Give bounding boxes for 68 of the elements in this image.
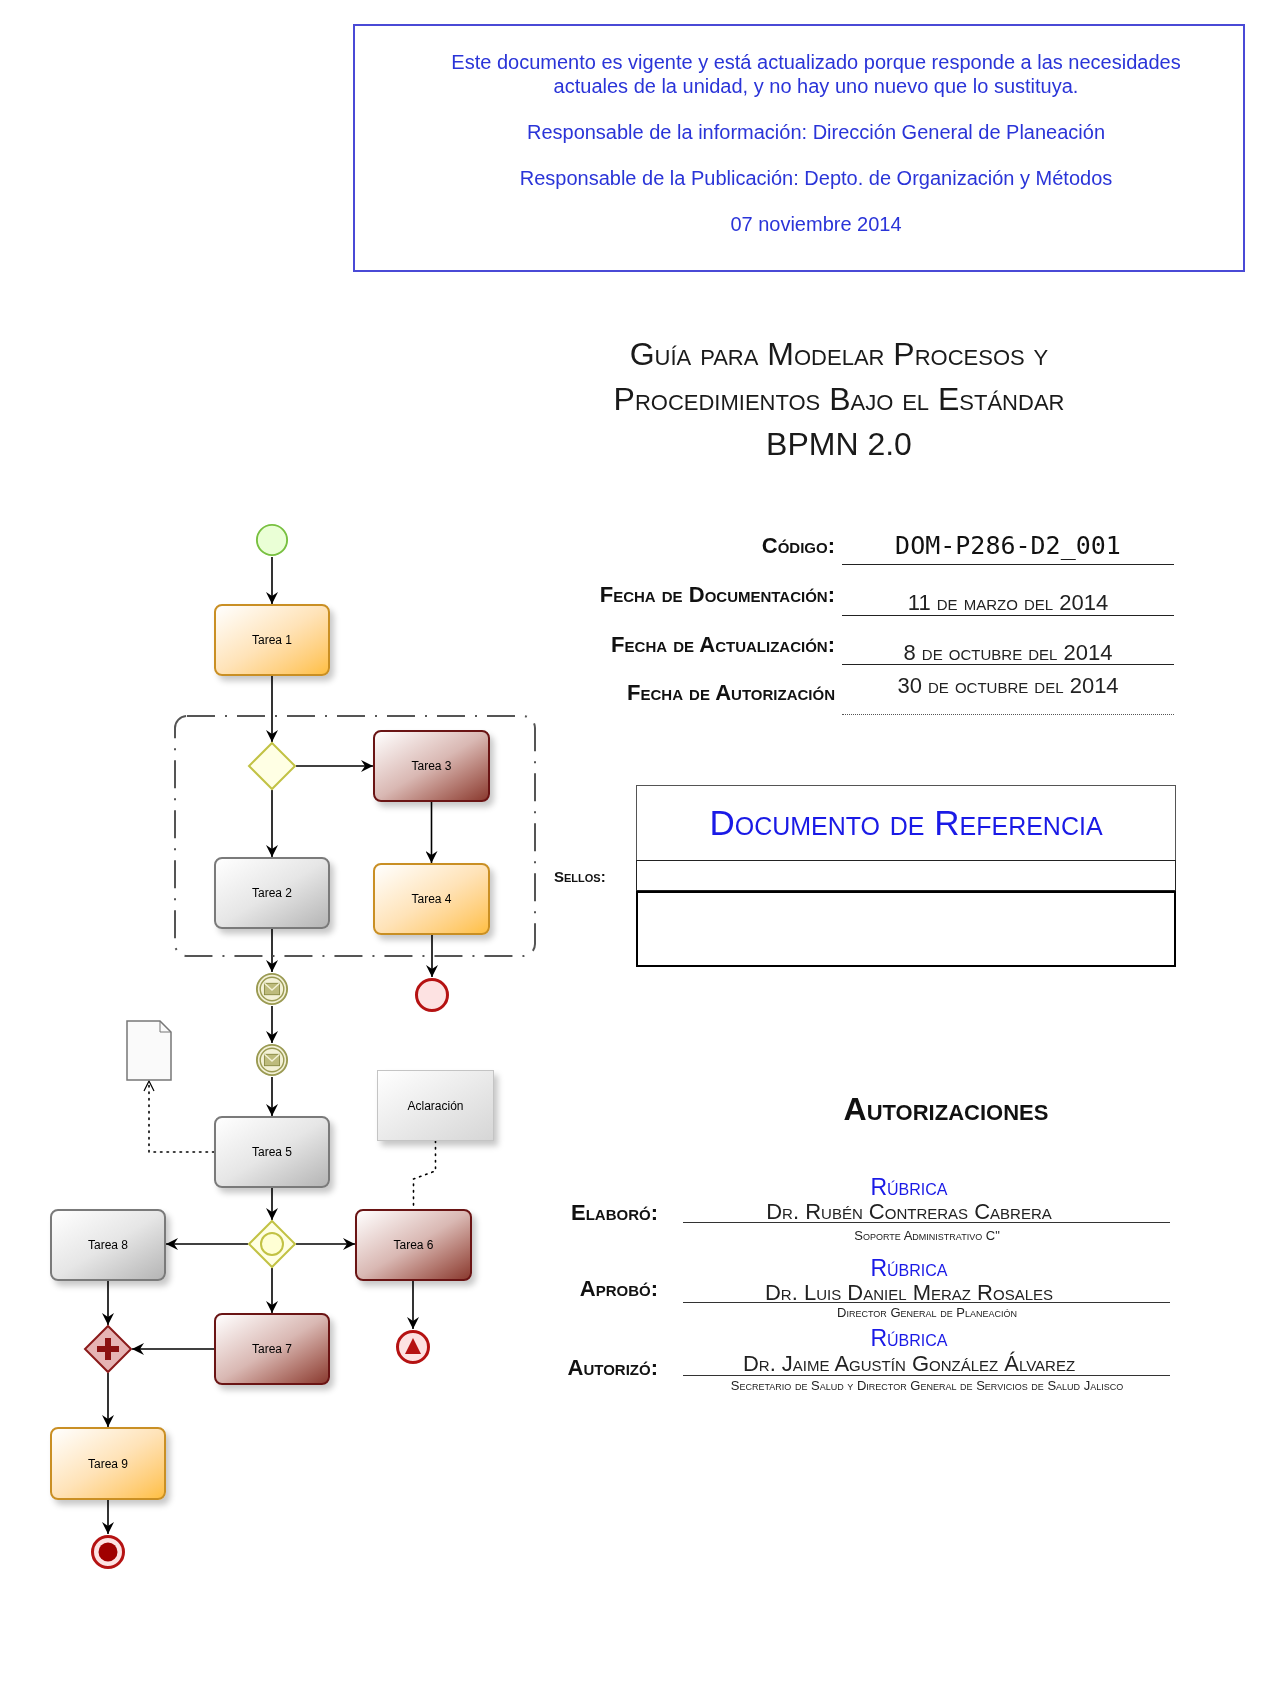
task-label: Tarea 8	[88, 1237, 128, 1254]
document-title: Guía para Modelar Procesos y Procedimientos Bajo el Estándar BPMN 2.0	[612, 335, 1066, 464]
task-label: Tarea 7	[252, 1341, 292, 1358]
annotation-box	[377, 1070, 494, 1141]
sequence-arrow	[266, 1267, 278, 1314]
sequence-arrow	[102, 1372, 114, 1428]
sequence-arrow	[131, 1343, 215, 1355]
field-label: Fecha de Documentación:	[598, 581, 835, 609]
task-label: Tarea 9	[88, 1455, 128, 1473]
task-label: Tarea 3	[411, 758, 452, 775]
task-box	[214, 1116, 330, 1188]
field-label: Fecha de Autorización	[626, 679, 835, 707]
notice-text: Responsable de la información: Dirección General de Planeación	[526, 120, 1106, 144]
notice-text: 07 noviembre 2014	[730, 212, 902, 236]
role-label: Autorizó:	[566, 1354, 658, 1382]
task-label: Tarea 6	[393, 1237, 434, 1254]
field-label: Código:	[760, 532, 835, 560]
task-box	[373, 863, 490, 935]
signature-text: Rúbrica	[869, 1324, 949, 1353]
sequence-arrow	[165, 1238, 249, 1250]
sequence-arrow	[266, 928, 278, 973]
group-frame	[174, 715, 536, 957]
sequence-arrow	[295, 760, 374, 772]
sequence-arrow	[102, 1280, 114, 1326]
sequence-arrow	[295, 1238, 356, 1250]
task-box	[214, 857, 330, 929]
stamp-box	[636, 891, 1176, 967]
sequence-arrow	[407, 1280, 419, 1330]
sequence-arrow	[266, 1187, 278, 1221]
sequence-arrow	[102, 1499, 114, 1535]
sequence-arrow	[266, 675, 278, 743]
task-box	[355, 1209, 472, 1281]
reference-box	[636, 785, 1176, 860]
task-box	[214, 604, 330, 676]
sequence-arrow	[266, 556, 278, 605]
section-heading: Autorizaciones	[842, 1090, 1050, 1129]
stamps-label: Sellos:	[554, 867, 607, 887]
field-value: 8 de octubre del 2014	[902, 639, 1114, 667]
task-box	[214, 1313, 330, 1385]
task-box	[373, 730, 490, 802]
signer-name: Dr. Jaime Agustín González Álvarez	[741, 1350, 1077, 1378]
field-value: DOM-P286-D2_001	[894, 530, 1122, 562]
field-value: 30 de octubre del 2014	[896, 672, 1120, 700]
field-value: 11 de marzo del 2014	[906, 589, 1110, 617]
stamp-box	[636, 860, 1176, 891]
signer-title: Director General de Planeación	[836, 1305, 1018, 1321]
task-box	[50, 1209, 166, 1281]
task-label: Tarea 5	[252, 1144, 292, 1161]
task-label: Tarea 2	[252, 885, 292, 902]
field-label: Fecha de Actualización:	[610, 631, 835, 659]
notice-text: Responsable de la Publicación: Depto. de Organización y Métodos	[519, 166, 1113, 190]
task-box	[50, 1427, 166, 1500]
notice-text: Este documento es vigente y está actualizado porque responde a las necesidades actuales de la unidad, y no hay uno nuevo que lo sustituya.	[450, 50, 1182, 98]
role-label: Elaboró:	[570, 1199, 658, 1227]
association-line	[143, 1080, 215, 1153]
signer-title: Secretario de Salud y Director General de Servicios de Salud Jalisco	[729, 1378, 1125, 1394]
annotation-text: Aclaración	[407, 1097, 464, 1115]
sequence-arrow	[266, 1005, 278, 1044]
notice-box	[353, 24, 1245, 272]
sequence-arrow	[266, 789, 278, 858]
reference-title: Documento de Referencia	[709, 801, 1103, 844]
sequence-arrow	[266, 1076, 278, 1117]
sequence-arrow	[425, 801, 438, 864]
task-label: Tarea 1	[252, 632, 292, 649]
sequence-arrow	[426, 934, 438, 978]
signer-title: Soporte Administrativo C"	[853, 1228, 1001, 1244]
role-label: Aprobó:	[578, 1275, 658, 1303]
task-label: Tarea 4	[411, 891, 452, 908]
